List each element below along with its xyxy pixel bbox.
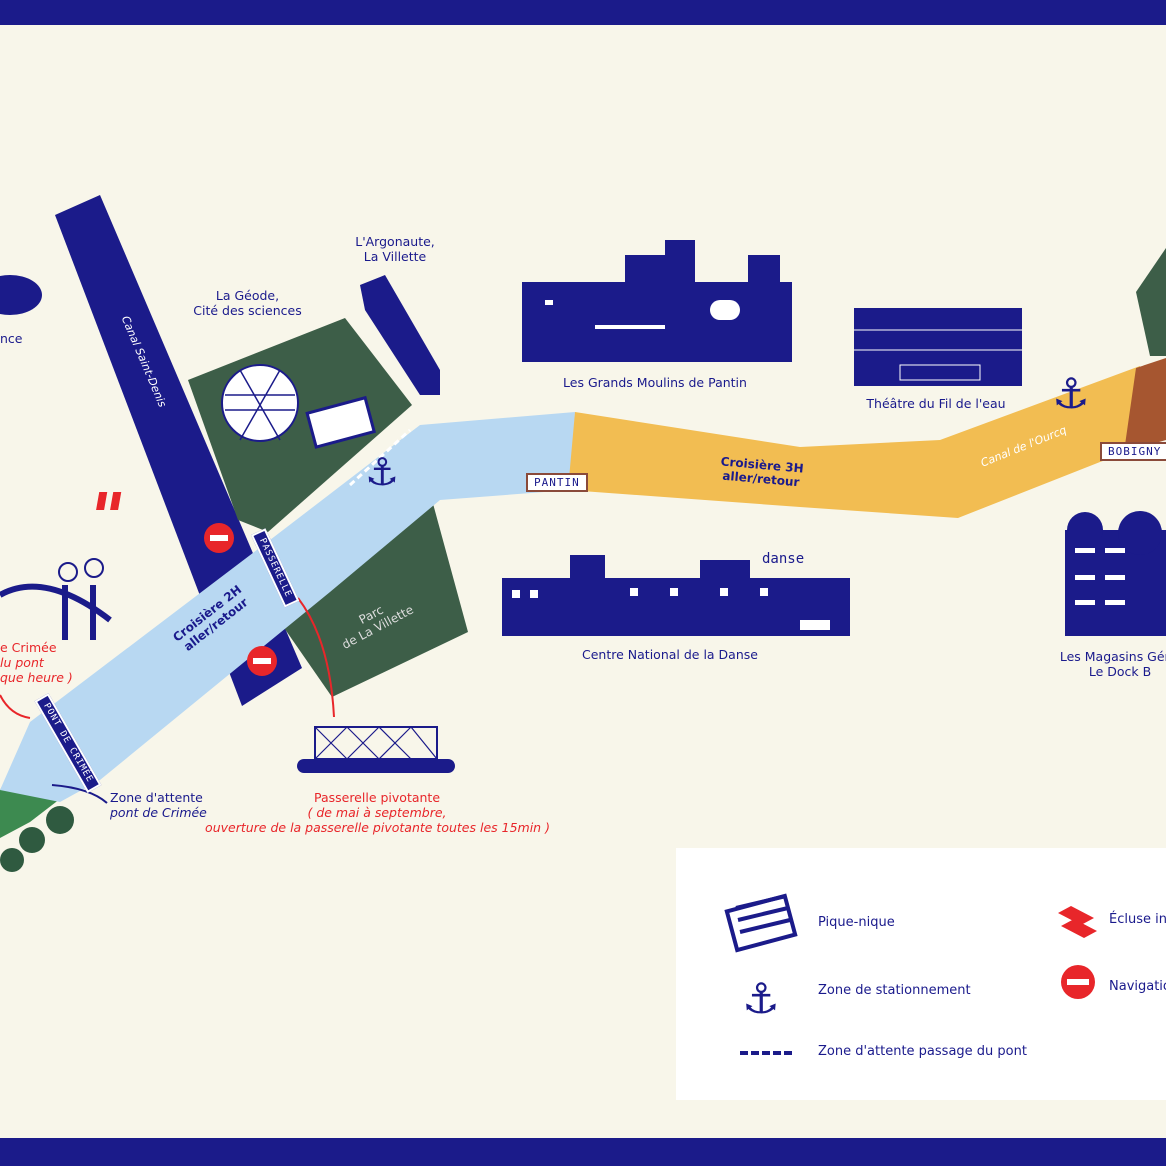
magasins-building — [1065, 511, 1166, 636]
legend-icons: ⚓ — [724, 893, 1097, 1055]
anchor-icon: ⚓ — [365, 450, 399, 494]
picnic-basket-icon — [724, 893, 798, 953]
crimee-note-3: que heure ) — [0, 670, 73, 685]
passerelle-title: Passerelle pivotante — [313, 790, 441, 805]
dome-left — [0, 275, 42, 315]
waiting-zone-dashes — [348, 428, 412, 487]
label-argonaute: L'Argonaute, La Villette — [355, 234, 435, 264]
label-geode: La Géode, Cité des sciences — [193, 288, 302, 318]
theatre-building — [854, 308, 1022, 386]
top-border — [0, 0, 1166, 25]
cnd-building — [502, 555, 850, 636]
picnic-basket — [305, 395, 376, 449]
lock-icon — [1058, 906, 1097, 938]
anchor-icon: ⚓ — [1052, 369, 1090, 418]
legend-label-no-navigation: Navigatio — [1109, 979, 1166, 994]
bottom-border — [0, 1138, 1166, 1166]
crimee-note-1: e Crimée — [0, 640, 57, 655]
canal-ourcq-water — [568, 366, 1140, 518]
label-magasins: Les Magasins Géné Le Dock B — [1059, 649, 1166, 679]
crimee-note-2: lu pont — [0, 655, 44, 670]
label-cnd: Centre National de la Danse — [582, 647, 758, 662]
legend-label-parking: Zone de stationnement — [818, 983, 971, 998]
passerelle-pivotante-drawing — [297, 726, 455, 773]
trees — [0, 806, 74, 872]
label-theatre: Théâtre du Fil de l'eau — [866, 396, 1006, 411]
sign-pantin: PANTIN — [526, 473, 588, 492]
legend-label-waiting: Zone d'attente passage du pont — [818, 1044, 1027, 1059]
crimee-pointer — [0, 694, 31, 719]
canal-saint-denis-water — [0, 412, 575, 802]
canal-ourcq-far — [1124, 358, 1166, 452]
geode-sphere — [221, 364, 299, 442]
label-left-edge: nce — [0, 331, 23, 346]
no-entry-icon — [204, 523, 234, 553]
passerelle-pointer — [297, 597, 335, 718]
no-entry-icon — [247, 646, 277, 676]
passerelle-line-1: ( de mai à septembre, — [307, 805, 447, 820]
grands-moulins-building — [522, 240, 792, 362]
no-entry-icon — [1061, 965, 1095, 999]
argonaute-submarine — [360, 275, 440, 395]
label-grands-moulins: Les Grands Moulins de Pantin — [563, 375, 747, 390]
zone-attente-subtitle: pont de Crimée — [110, 805, 207, 820]
anchor-icon: ⚓ — [742, 974, 780, 1023]
park-top-right — [1136, 248, 1166, 356]
zone-attente-title: Zone d'attente — [110, 790, 203, 805]
legend: ⚓ Pique-nique Zone de stationnement Zone… — [676, 848, 1166, 1100]
parc-villette — [280, 500, 468, 697]
passerelle-line-2: ouverture de la passerelle pivotante tou… — [205, 820, 550, 835]
legend-label-picnic: Pique-nique — [818, 915, 895, 930]
zone-attente-pointer — [51, 784, 108, 804]
cnd-sign: danse — [762, 551, 805, 567]
legend-label-lock: Écluse in — [1109, 912, 1166, 927]
lock-marker — [96, 492, 108, 510]
sign-bobigny: BOBIGNY — [1100, 442, 1166, 461]
